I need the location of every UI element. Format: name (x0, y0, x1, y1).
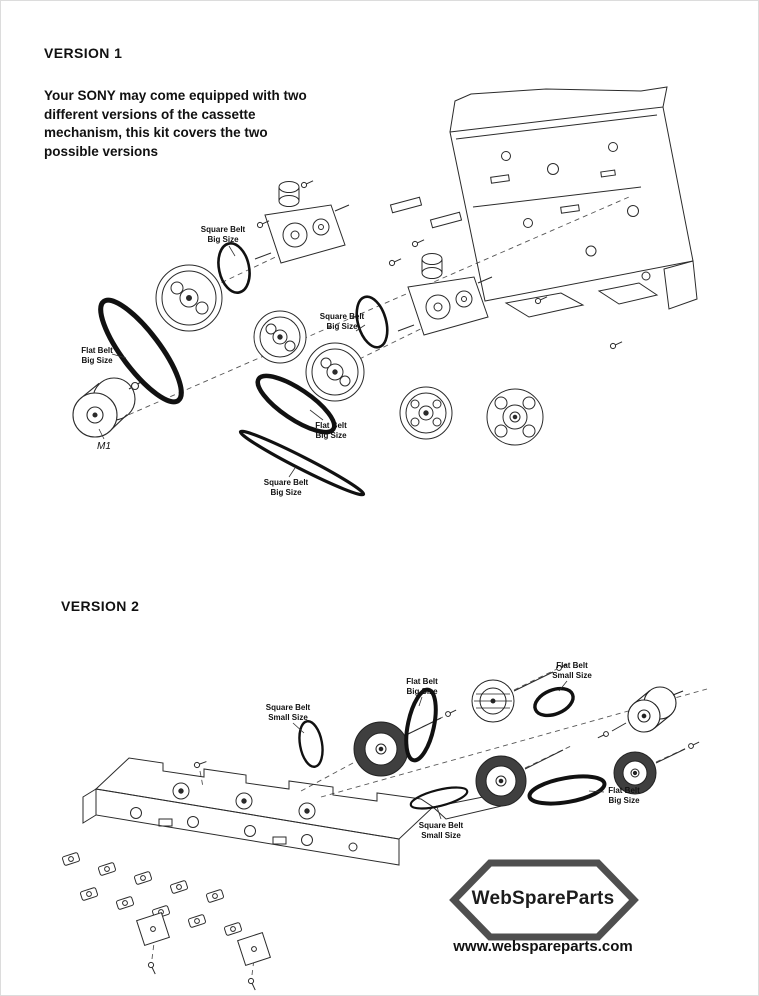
label-line: Square Belt (418, 821, 464, 830)
v1-label-flat-belt-big-1: Flat Belt Big Size (81, 346, 113, 367)
v1-label-square-belt-big-1: Square Belt Big Size (201, 225, 245, 246)
label-line: Small Size (421, 831, 461, 841)
v2-label-flat-belt-small-1: Flat Belt Small Size (552, 661, 592, 682)
v1-pulley-3 (305, 342, 365, 402)
label-line: Flat Belt (406, 677, 438, 686)
v2-pulley-4 (613, 751, 657, 795)
v1-flywheel-left (155, 264, 223, 332)
v1-belts (98, 242, 389, 497)
v1-mechanism-b (397, 253, 493, 336)
v2-pulley-3 (475, 755, 527, 807)
label-line: Big Size (207, 235, 239, 245)
v2-chassis-plate (82, 757, 508, 866)
v2-label-square-belt-small-1: Square Belt Small Size (266, 703, 310, 724)
label-line: Big Size (270, 488, 302, 498)
logo-text: WebSpareParts (471, 888, 615, 909)
v2-label-flat-belt-big-1: Flat Belt Big Size (406, 677, 438, 698)
v2-belts (298, 686, 607, 810)
v1-leader-lines (98, 245, 366, 478)
label-line: Big Size (81, 356, 113, 366)
website-url: www.webspareparts.com (453, 938, 633, 955)
label-line: Big Size (406, 687, 438, 697)
label-line: Big Size (326, 322, 358, 332)
v2-exploded-small-parts (62, 852, 272, 991)
v2-leader-lines (292, 680, 605, 820)
v1-pulley-4 (399, 386, 453, 440)
v2-motor (627, 686, 684, 733)
v2-flywheel-1 (353, 721, 409, 777)
v1-chassis-plate (389, 86, 698, 318)
v2-label-square-belt-small-2: Square Belt Small Size (419, 821, 463, 842)
label-line: Big Size (315, 431, 347, 441)
version1-title: VERSION 1 (44, 45, 123, 61)
label-line: Small Size (552, 671, 592, 681)
v1-motor (72, 377, 142, 438)
version2-title: VERSION 2 (61, 598, 140, 614)
v1-motor-label: M1 (97, 441, 111, 452)
v1-mechanism-a (254, 181, 350, 264)
v2-pulley-2 (471, 679, 515, 723)
label-line: Flat Belt (315, 421, 347, 430)
label-line: Square Belt (319, 312, 365, 321)
version1-description: Your SONY may come equipped with two dif… (44, 88, 307, 159)
v2-label-flat-belt-big-2: Flat Belt Big Size (608, 786, 640, 807)
label-line: Square Belt (200, 225, 246, 234)
webspareparts-logo-hexagon (449, 859, 639, 941)
label-line: Small Size (268, 713, 308, 723)
label-line: Flat Belt (608, 786, 640, 795)
label-line: Square Belt (263, 478, 309, 487)
label-line: Flat Belt (81, 346, 113, 355)
v1-cam-wheel (486, 388, 544, 446)
label-line: Square Belt (265, 703, 311, 712)
v1-screws (256, 180, 623, 350)
label-line: Big Size (608, 796, 640, 806)
label-line: Flat Belt (556, 661, 588, 670)
v1-label-square-belt-big-3: Square Belt Big Size (264, 478, 308, 499)
v1-label-square-belt-big-2: Square Belt Big Size (320, 312, 364, 333)
v1-pulley-2 (253, 310, 307, 364)
v1-label-flat-belt-big-2: Flat Belt Big Size (315, 421, 347, 442)
